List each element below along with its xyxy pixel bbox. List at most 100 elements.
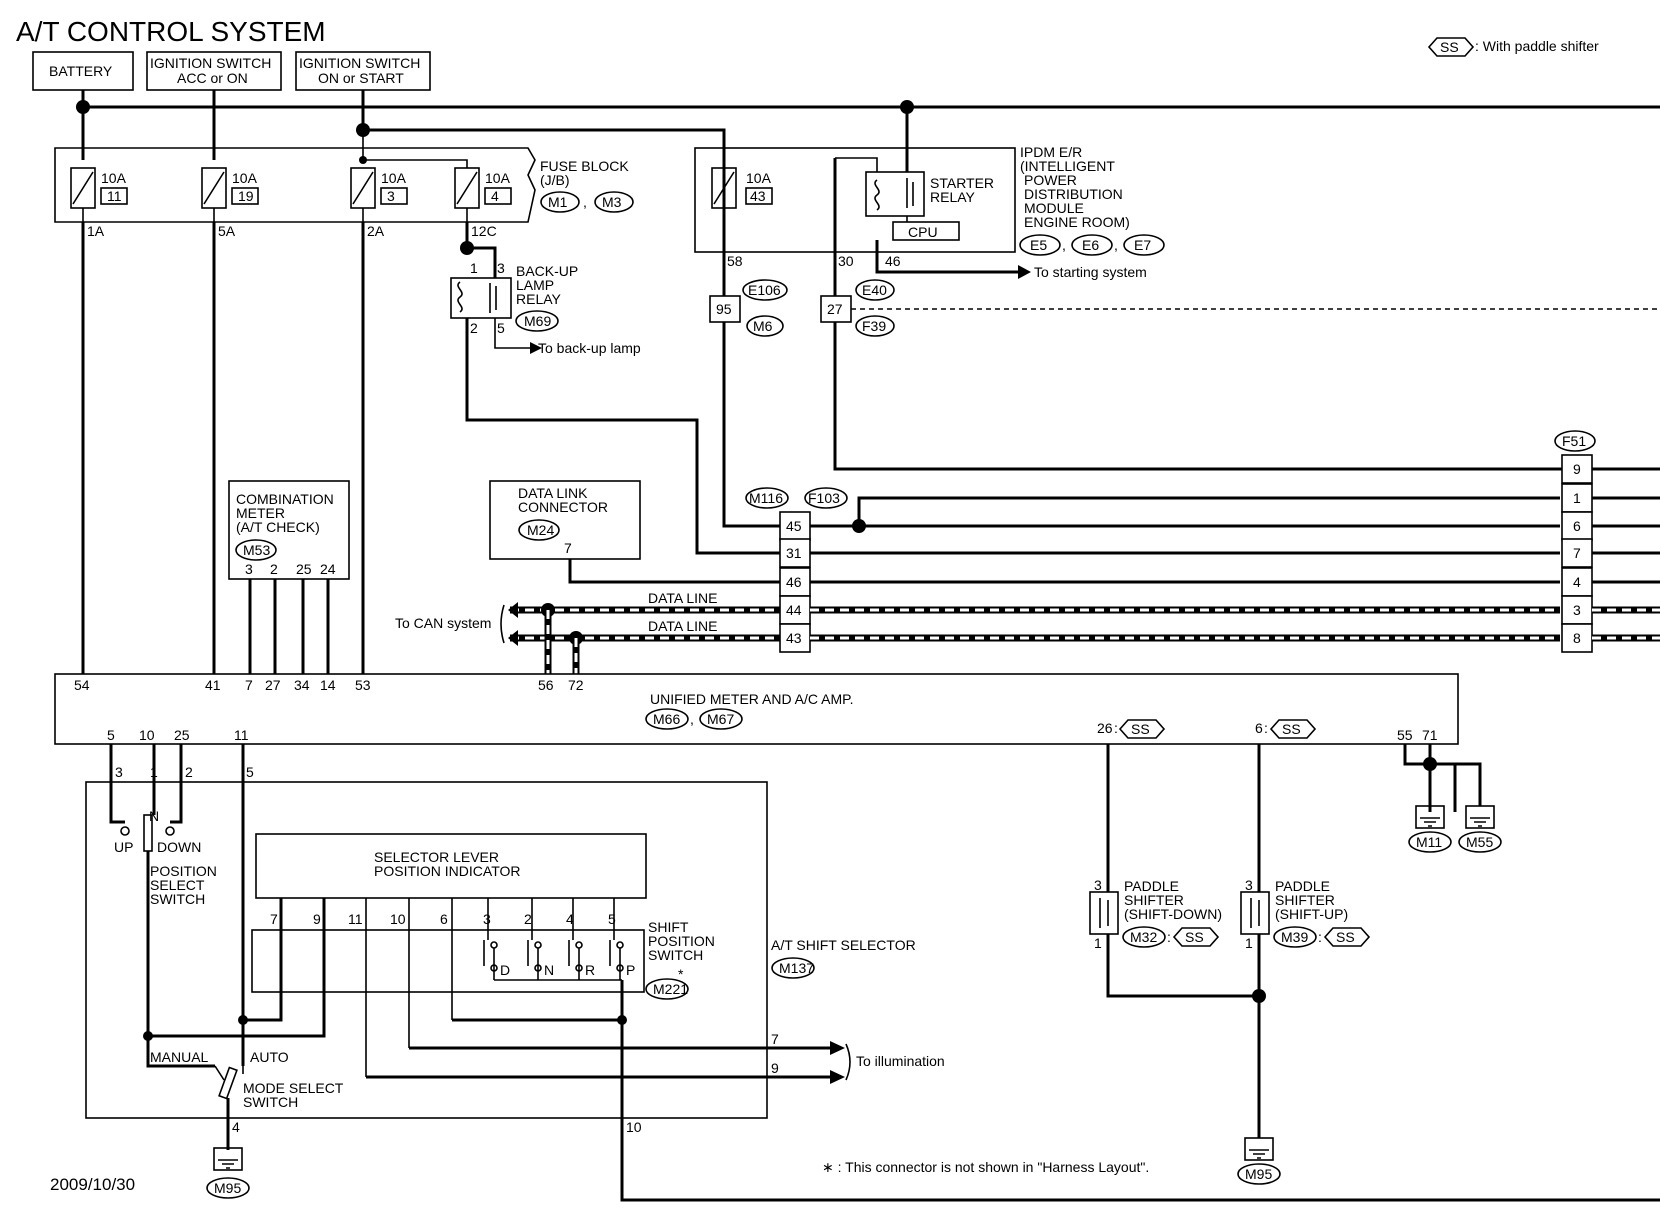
pss-label-3: SWITCH: [150, 891, 205, 907]
um-top-pin: 53: [355, 677, 371, 693]
um-top-pin: 72: [568, 677, 584, 693]
pd-pin-1: 1: [1094, 935, 1102, 951]
pd-label-2: SHIFTER: [1124, 892, 1184, 908]
indicator-pin: 4: [566, 911, 574, 927]
relay-label-1: BACK-UP: [516, 263, 578, 279]
ground-m11-label: M11: [1416, 834, 1442, 850]
to-backup-lamp: To back-up lamp: [538, 340, 641, 356]
indicator-pin: 5: [608, 911, 616, 927]
indicator-pin: 11: [348, 911, 363, 927]
pu-conn: M39: [1281, 929, 1308, 945]
um-top-pin: 34: [294, 677, 310, 693]
fuse-output-pin: 1A: [87, 223, 105, 239]
pd-pin-3: 3: [1094, 877, 1102, 893]
svg-text:,: ,: [690, 711, 694, 727]
svg-text:,: ,: [583, 194, 587, 210]
paddle-shifter-down: 3 1 PADDLE SHIFTER (SHIFT-DOWN) M32 : SS: [1089, 877, 1222, 951]
um-pin-26: 26: [1097, 720, 1113, 736]
joint-f51-pin: 1: [1573, 490, 1581, 506]
footnote: ∗ : This connector is not shown in "Harn…: [822, 1159, 1149, 1175]
fuse-output-pin: 2A: [367, 223, 385, 239]
relay-label-3: RELAY: [516, 291, 562, 307]
ipdm-cpu: CPU: [908, 224, 938, 240]
sps-label-1: SHIFT: [648, 919, 689, 935]
um-top-pin: 56: [538, 677, 554, 693]
um-conn-m66: M66: [653, 711, 680, 727]
ipdm-label-5: MODULE: [1024, 200, 1084, 216]
combo-label-3: (A/T CHECK): [236, 519, 320, 535]
indicator-pin: 10: [390, 911, 406, 927]
um-top-pin: 27: [265, 677, 281, 693]
pss-up: UP: [114, 839, 133, 855]
mode-pin-4: 4: [232, 1119, 240, 1135]
um-conn-m67: M67: [707, 711, 734, 727]
joint-f51-pin: 7: [1573, 545, 1581, 561]
pd-ss: SS: [1185, 929, 1204, 945]
pss-n: N: [149, 808, 159, 824]
sps-conn: M221: [653, 981, 688, 997]
relay-label-2: LAMP: [516, 277, 554, 293]
um-bottom-pin: 10: [139, 727, 155, 743]
um-top-pin: 41: [205, 677, 221, 693]
sps-label-2: POSITION: [648, 933, 715, 949]
pu-label-3: (SHIFT-UP): [1275, 906, 1348, 922]
indicator-pin: 6: [440, 911, 448, 927]
joint-f51-pin: 8: [1573, 630, 1581, 646]
ground-m55: M55: [1458, 805, 1502, 853]
conn-f51: F51: [1562, 433, 1586, 449]
backup-lamp-relay: 1 3 2 5 BACK-UP LAMP RELAY M69 To back-u…: [450, 222, 780, 555]
legend-tag: SS: [1440, 39, 1459, 55]
indicator-pin: 3: [483, 911, 491, 927]
pss-down: DOWN: [157, 839, 201, 855]
um-bottom-pin: 25: [174, 727, 190, 743]
ipdm-label-6: ENGINE ROOM): [1024, 214, 1130, 230]
shift-position-letter: P: [626, 962, 635, 978]
fuse-output-pin: 12C: [471, 223, 497, 239]
ign-acc-label-1: IGNITION SWITCH: [150, 55, 271, 71]
fuse-number: 3: [387, 188, 395, 204]
indicator-pin: 2: [524, 911, 532, 927]
ign-acc-label-2: ACC or ON: [177, 70, 248, 86]
svg-text::: :: [1167, 929, 1171, 945]
fuse-output-pin: 5A: [218, 223, 236, 239]
can-lines: To CAN system DATA LINE DATA LINE: [395, 590, 1660, 674]
combo-meter-pin: 2: [270, 561, 278, 577]
ground-m95-left: M95: [206, 1147, 250, 1199]
pss-label-2: SELECT: [150, 877, 205, 893]
ipdm-conn-e6: E6: [1082, 237, 1099, 253]
fuse-block-conn-m3: M3: [602, 194, 622, 210]
fuse-number: 4: [491, 188, 499, 204]
combo-label-2: METER: [236, 505, 285, 521]
to-starting-system: To starting system: [1034, 264, 1147, 280]
sps-star: *: [678, 966, 684, 982]
date: 2009/10/30: [50, 1175, 135, 1194]
battery-label: BATTERY: [49, 63, 113, 79]
selector-top-pin: 2: [185, 764, 193, 780]
mode-label-2: SWITCH: [243, 1094, 298, 1110]
diagram-title: A/T CONTROL SYSTEM: [16, 16, 326, 47]
um-pin-71: 71: [1422, 727, 1438, 743]
dlc-pin-7: 7: [564, 540, 572, 556]
sel-out-7: 7: [771, 1031, 779, 1047]
joint-m116-pin: 45: [786, 518, 802, 534]
ign-on-label-2: ON or START: [318, 70, 404, 86]
joint-f51-pin: 9: [1573, 461, 1581, 477]
pu-ss: SS: [1336, 929, 1355, 945]
relay-pin-3: 3: [497, 260, 505, 276]
mode-label-1: MODE SELECT: [243, 1080, 344, 1096]
um-ss-6: SS: [1282, 721, 1301, 737]
svg-text:,: ,: [1062, 237, 1066, 253]
um-bottom-pin: 5: [107, 727, 115, 743]
ipdm-er: CPU STARTER RELAY IPDM E/R (INTELLIGENT …: [694, 107, 1165, 280]
um-top-pin: 54: [74, 677, 90, 693]
ipdm-relay-label-1: STARTER: [930, 175, 994, 191]
conn-m116: M116: [749, 490, 783, 506]
ipdm-conn-e7: E7: [1134, 237, 1151, 253]
relay-conn: M69: [524, 313, 551, 329]
pd-conn: M32: [1130, 929, 1157, 945]
ipdm-relay-label-2: RELAY: [930, 189, 976, 205]
joint-m116-pin: 31: [786, 545, 802, 561]
